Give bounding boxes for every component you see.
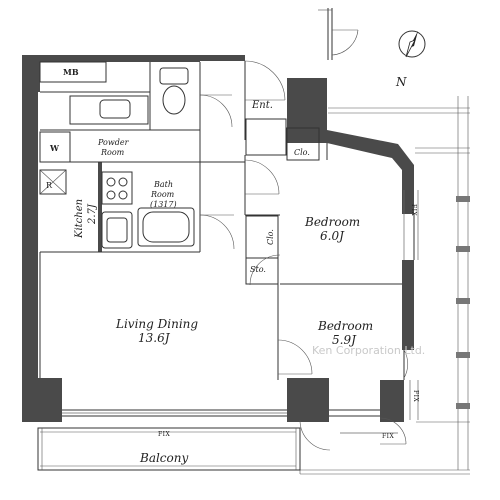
walls	[22, 55, 414, 422]
w-label: W	[49, 143, 60, 153]
ent-label: Ent.	[251, 100, 273, 111]
clo-mid-label: Clo.	[266, 229, 275, 245]
bath-room-label-line2: Room	[150, 190, 175, 199]
clo-top-label: Clo.	[294, 148, 310, 157]
sto-label: Sto.	[250, 265, 266, 274]
r-label: R	[46, 181, 53, 190]
bedroom1-name-label: Bedroom	[304, 215, 360, 229]
kitchen-size-label: 2.7J	[87, 203, 98, 225]
powder-room-label-line2: Room	[100, 148, 125, 157]
compass-north-label: N	[395, 75, 407, 89]
living-size-label: 13.6J	[138, 331, 171, 345]
bedroom2-name-label: Bedroom	[317, 319, 373, 333]
fixtures	[39, 67, 195, 249]
balcony	[37, 427, 301, 471]
corridor-door	[318, 8, 359, 60]
fix-label-living: FIX	[158, 431, 171, 438]
fix-label-balcony-right: FIX	[382, 433, 395, 440]
mb-label: MB	[63, 67, 79, 77]
watermark: Ken Corporation Ltd.	[312, 344, 425, 357]
fix-label-right-top: FIX	[410, 204, 417, 217]
compass: N	[395, 30, 426, 89]
fix-windows	[62, 190, 419, 434]
mb-room	[39, 61, 107, 83]
partitions	[39, 61, 415, 417]
bedroom1-size-label: 6.0J	[320, 229, 345, 243]
room-labels: MB Ent. Powder Room W R Kitchen 2.7J Bat…	[46, 67, 373, 465]
balcony-label: Balcony	[139, 451, 188, 465]
bath-room-label-line1: Bath	[153, 180, 173, 189]
fix-labels: FIX FIX FIX FIX	[158, 204, 419, 440]
bath-size-label: (1317)	[150, 200, 177, 209]
living-name-label: Living Dining	[115, 317, 198, 331]
doors	[199, 60, 408, 451]
bedroom2-size-label: 5.9J	[332, 333, 357, 347]
powder-room-label-line1: Powder	[97, 138, 130, 147]
fix-label-right-bottom: FIX	[412, 390, 419, 403]
kitchen-name-label: Kitchen	[74, 199, 85, 239]
